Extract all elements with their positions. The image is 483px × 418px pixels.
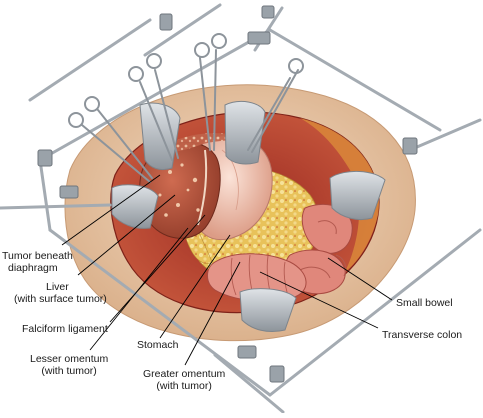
retractor-clamps: [37, 5, 418, 383]
forceps: [68, 33, 304, 183]
falciform-ligament: [197, 149, 208, 226]
muscle-edge: [300, 118, 380, 272]
label-greater-omentum: Greater omentum (with tumor): [143, 368, 226, 392]
label-stomach: Stomach: [137, 339, 179, 351]
leader-liver: [77, 194, 176, 276]
label-small-bowel: Small bowel: [396, 297, 453, 309]
leader-lesser-omentum: [89, 227, 189, 351]
leader-transverse-colon: [259, 271, 379, 329]
label-tumor-beneath-diaphragm: Tumor beneath diaphragm: [2, 250, 73, 274]
leader-small-bowel: [327, 257, 393, 301]
leader-tumor-diaphragm: [61, 174, 161, 246]
leader-lines: [61, 174, 393, 366]
leader-greater-omentum: [184, 261, 241, 366]
label-liver: Liver (with surface tumor): [14, 281, 107, 305]
label-falciform-ligament: Falciform ligament: [22, 323, 108, 335]
liver-tumor-nodules: [158, 163, 200, 217]
retractor-frame: [0, 3, 482, 414]
leader-falciform: [109, 214, 206, 323]
label-lesser-omentum: Lesser omentum (with tumor): [30, 353, 109, 377]
leader-stomach: [159, 234, 231, 339]
label-transverse-colon: Transverse colon: [382, 329, 463, 341]
